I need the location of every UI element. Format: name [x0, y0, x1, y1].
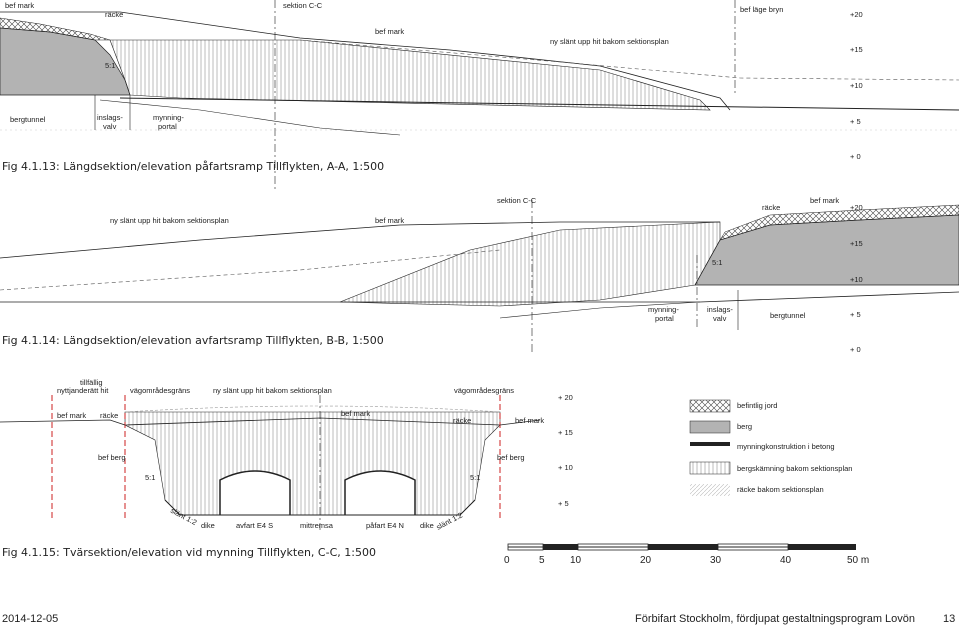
label-mynningsportal-2: portal: [655, 314, 674, 323]
label-mynningsportal-1: mynning-: [648, 305, 679, 314]
svg-text:+15: +15: [850, 239, 863, 248]
legend-swatch-rock: [689, 420, 731, 434]
portal-left: [219, 470, 291, 515]
label-mynningsportal-1: mynning-: [153, 113, 184, 122]
legend-swatch-dotted: [690, 484, 730, 496]
page-number: 13: [943, 613, 955, 625]
label-mittremsa: mittremsa: [300, 521, 334, 530]
label-vagomradesgrans-right: vägområdesgräns: [454, 386, 514, 395]
svg-text:+20: +20: [850, 10, 863, 19]
label-ny-slant: ny slänt upp hit bakom sektionsplan: [213, 386, 332, 395]
portal-right: [344, 470, 416, 515]
label-bef-mark: bef mark: [5, 1, 34, 10]
svg-text:40: 40: [780, 555, 792, 566]
svg-text:+20: +20: [850, 203, 863, 212]
svg-text:5: 5: [539, 555, 545, 566]
label-dike-left: dike: [201, 521, 215, 530]
svg-text:0: 0: [504, 555, 510, 566]
svg-text:+ 15: + 15: [558, 428, 573, 437]
svg-text:+ 5: + 5: [558, 499, 569, 508]
level-marks: +20 +15 +10 + 5 + 0: [850, 203, 863, 354]
label-bef-mark-right: bef mark: [810, 196, 839, 205]
label-bergtunnel: bergtunnel: [770, 311, 806, 320]
label-bef-mark-mid: bef mark: [375, 216, 404, 225]
caption-fig-4-1-14: Fig 4.1.14: Längdsektion/elevation avfar…: [2, 334, 384, 347]
footer-title: Förbifart Stockholm, fördjupat gestaltni…: [635, 613, 915, 625]
legend-label: räcke bakom sektionsplan: [737, 485, 824, 494]
svg-text:+10: +10: [850, 81, 863, 90]
rock-mass: [694, 214, 959, 286]
label-bef-mark-mid: bef mark: [375, 27, 404, 36]
svg-text:+ 0: + 0: [850, 152, 861, 161]
legend-label: befintlig jord: [737, 401, 777, 410]
label-mynningsportal-2: portal: [158, 122, 177, 131]
section-a-a: bef mark räcke sektion C-C bef mark ny s…: [0, 0, 959, 190]
level-marks: +20 +15 +10 + 5 + 0: [850, 10, 863, 161]
label-bef-lage-bryn: bef läge bryn: [740, 5, 783, 14]
section-b-b: sektion C-C ny slänt upp hit bakom sekti…: [0, 196, 959, 355]
label-bef-mark-mid: bef mark: [341, 409, 370, 418]
label-tillfallig-2: nyttjanderätt hit: [57, 386, 109, 395]
svg-text:+ 0: + 0: [850, 345, 861, 354]
legend-swatch-concrete: [690, 442, 730, 446]
label-inslagsvalv-2: valv: [713, 314, 727, 323]
label-vagomradesgrans-left: vägområdesgräns: [130, 386, 190, 395]
label-racke-left: räcke: [100, 411, 118, 420]
caption-fig-4-1-15: Fig 4.1.15: Tvärsektion/elevation vid my…: [2, 546, 376, 559]
label-ny-slant: ny slänt upp hit bakom sektionsplan: [550, 37, 669, 46]
label-dike-right: dike: [420, 521, 434, 530]
legend-swatch-vertical: [689, 461, 731, 475]
label-sektion-cc: sektion C-C: [497, 196, 537, 205]
svg-text:30: 30: [710, 555, 722, 566]
existing-soil: [0, 17, 111, 41]
label-slope-right: 5:1: [470, 473, 480, 482]
section-c-c: tillfällig nyttjanderätt hit vägområdesg…: [0, 378, 573, 559]
legend: befintlig jord berg mynningkonstruktion …: [689, 399, 852, 496]
svg-text:+15: +15: [850, 45, 863, 54]
rock-cut-hatch: [339, 221, 721, 307]
label-racke: räcke: [105, 10, 123, 19]
svg-text:+10: +10: [850, 275, 863, 284]
cut-hatch: [124, 411, 501, 516]
label-inslagsvalv-1: inslags-: [707, 305, 733, 314]
label-ny-slant: ny slänt upp hit bakom sektionsplan: [110, 216, 229, 225]
svg-text:+ 10: + 10: [558, 463, 573, 472]
label-bef-berg-left: bef berg: [98, 453, 126, 462]
legend-swatch-crosshatch: [689, 399, 731, 413]
rock-cut-hatch: [109, 39, 711, 111]
svg-text:+ 5: + 5: [850, 117, 861, 126]
svg-text:50 m: 50 m: [847, 555, 869, 566]
label-racke-right: räcke: [453, 416, 471, 425]
legend-label: mynningkonstruktion i betong: [737, 442, 835, 451]
label-bergtunnel: bergtunnel: [10, 115, 46, 124]
svg-text:10: 10: [570, 555, 582, 566]
label-inslagsvalv-2: valv: [103, 122, 117, 131]
label-pafart: påfart E4 N: [366, 521, 404, 530]
scale-bar: 0 5 10 20 30 40 50 m: [504, 543, 869, 566]
caption-fig-4-1-13: Fig 4.1.13: Längdsektion/elevation påfar…: [2, 160, 384, 173]
label-slope: 5:1: [105, 61, 115, 70]
label-bef-mark-right: bef mark: [515, 416, 544, 425]
svg-text:+ 5: + 5: [850, 310, 861, 319]
label-avfart: avfart E4 S: [236, 521, 273, 530]
label-bef-berg-right: bef berg: [497, 453, 525, 462]
label-slope-left: 5:1: [145, 473, 155, 482]
footer-date: 2014-12-05: [2, 613, 58, 625]
label-racke: räcke: [762, 203, 780, 212]
svg-text:+ 20: + 20: [558, 393, 573, 402]
svg-text:20: 20: [640, 555, 652, 566]
legend-label: bergskämning bakom sektionsplan: [737, 464, 852, 473]
level-marks: + 20 + 15 + 10 + 5: [558, 393, 573, 508]
label-tillfallig-1: tillfällig: [80, 378, 103, 387]
label-bef-mark-left: bef mark: [57, 411, 86, 420]
legend-label: berg: [737, 422, 752, 431]
label-sektion-cc: sektion C-C: [283, 1, 323, 10]
label-inslagsvalv-1: inslags-: [97, 113, 123, 122]
label-slope: 5:1: [712, 258, 722, 267]
